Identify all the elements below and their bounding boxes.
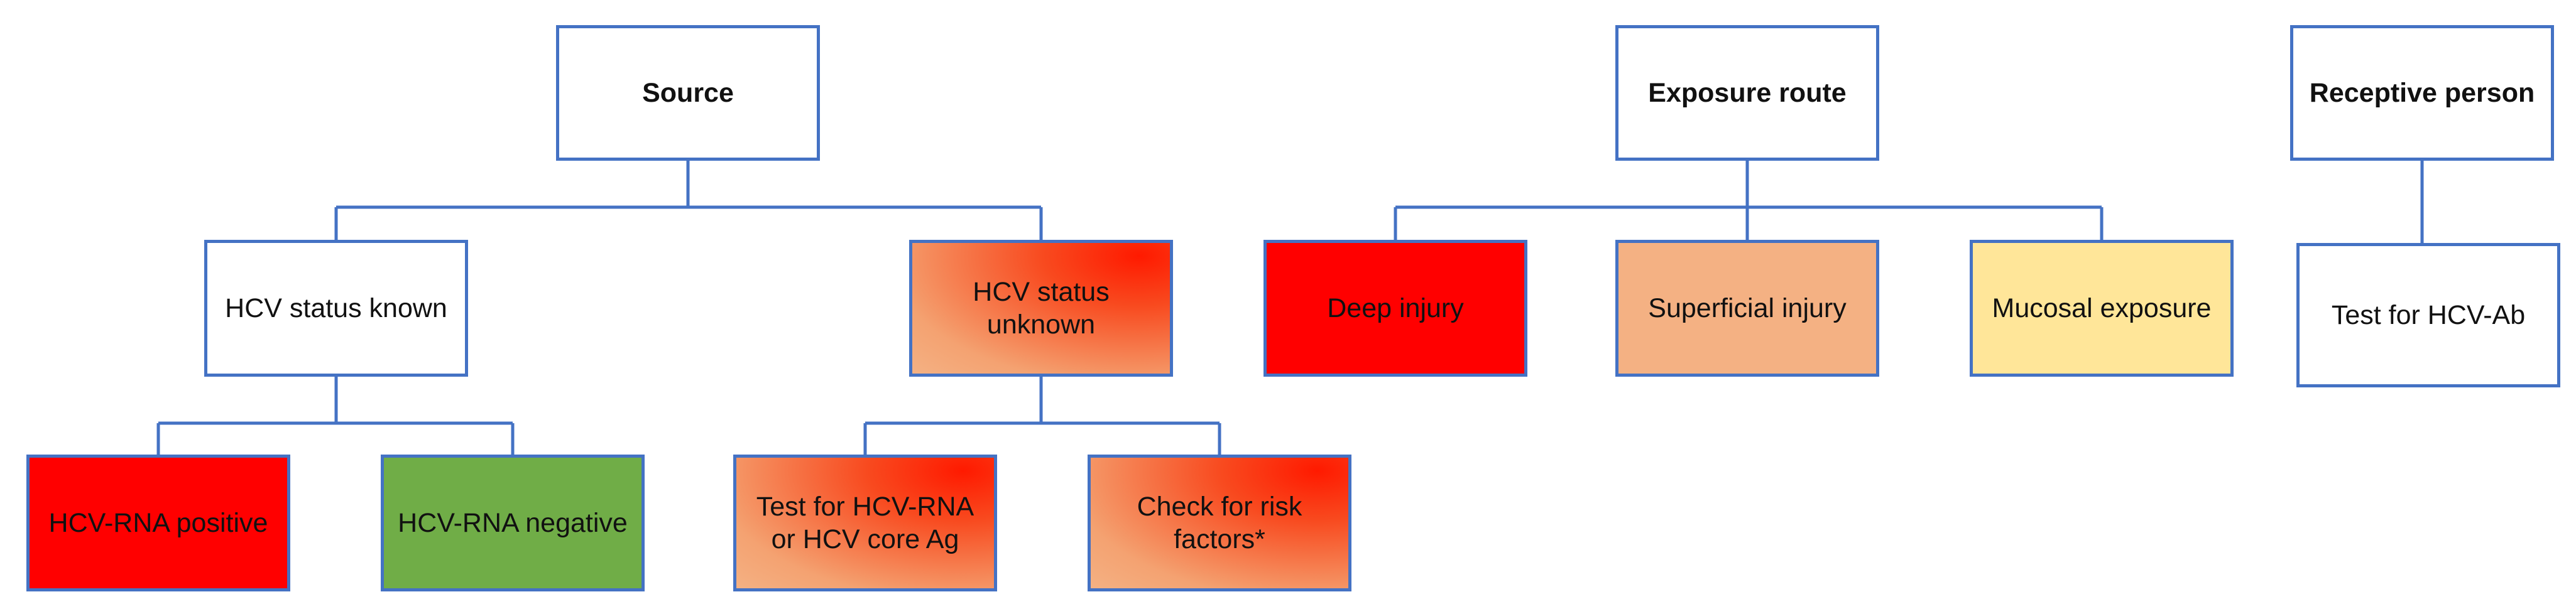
node-exposure-route: Exposure route [1615,25,1879,161]
node-source: Source [556,25,820,161]
connector-status-known-branch [156,377,515,455]
node-test-hcv-ab: Test for HCV-Ab [2296,243,2560,387]
node-hcv-rna-negative: HCV-RNA negative [381,455,645,591]
node-deep-injury: Deep injury [1263,240,1527,377]
node-test-hcv-rna-core-ag: Test for HCV-RNA or HCV core Ag [733,455,997,591]
node-receptive-person: Receptive person [2290,25,2554,161]
node-check-risk-factors: Check for risk factors* [1088,455,1351,591]
connector-status-unknown-branch [863,377,1221,455]
node-mucosal-exposure: Mucosal exposure [1970,240,2234,377]
node-superficial-injury: Superficial injury [1615,240,1879,377]
node-hcv-status-known: HCV status known [204,240,468,377]
connector-source-branch [334,161,1043,240]
connector-exposure-branch [1394,161,2104,240]
node-hcv-rna-positive: HCV-RNA positive [26,455,290,591]
node-hcv-status-unknown: HCV status unknown [909,240,1173,377]
